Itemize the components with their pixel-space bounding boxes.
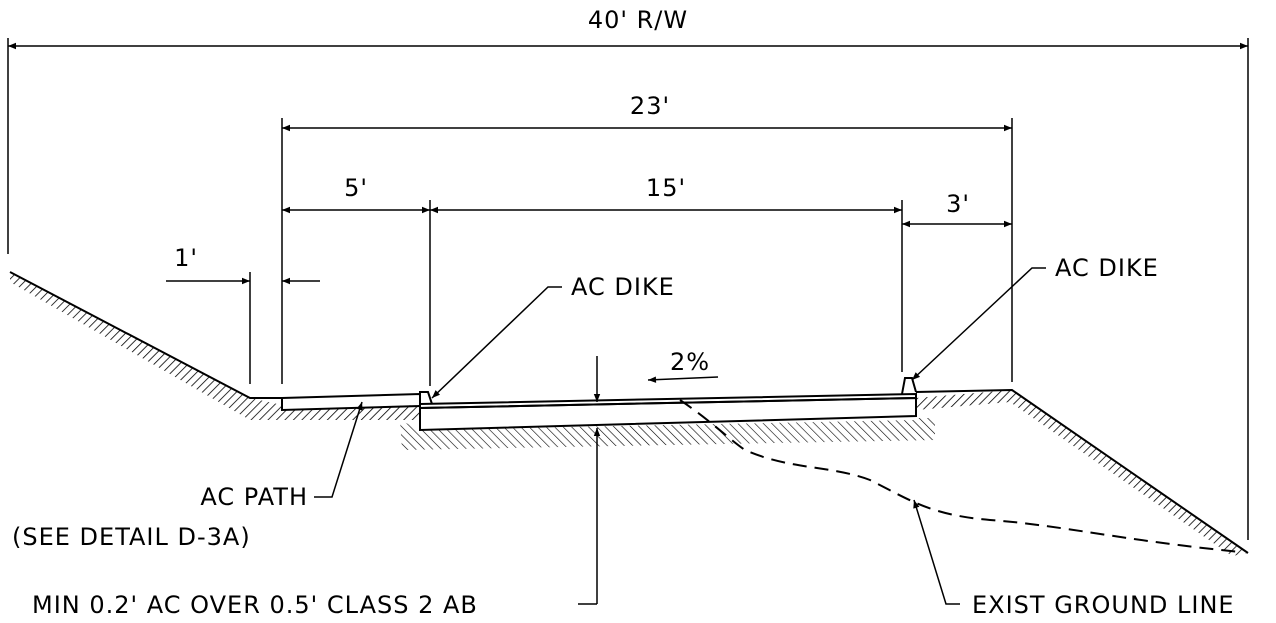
ac-dike-right-label: AC DIKE bbox=[1055, 254, 1159, 282]
ac-dike-left-label: AC DIKE bbox=[571, 273, 675, 301]
ac-path-detail-label: (SEE DETAIL D-3A) bbox=[12, 523, 251, 551]
slope-arrow bbox=[647, 376, 719, 383]
ac-dike-right-shape bbox=[901, 377, 917, 395]
leader-ac-dike-right bbox=[911, 267, 1046, 381]
leader-exist-ground bbox=[913, 499, 960, 605]
extension-lines bbox=[7, 38, 1249, 540]
ac-path-label: AC PATH bbox=[200, 483, 308, 511]
dimension-23-label: 23' bbox=[630, 92, 670, 120]
exist-ground-label: EXIST GROUND LINE bbox=[972, 591, 1235, 619]
pavement-section-label: MIN 0.2' AC OVER 0.5' CLASS 2 AB bbox=[32, 591, 478, 619]
leader-ac-dike-left bbox=[431, 286, 562, 399]
pavement-section bbox=[419, 392, 917, 432]
ac-path bbox=[281, 392, 421, 412]
thickness-arrows bbox=[578, 356, 601, 605]
leader-ac-path bbox=[314, 401, 363, 498]
slope-label: 2% bbox=[670, 348, 710, 376]
dimension-3-label: 3' bbox=[946, 190, 970, 218]
ground-hatching bbox=[10, 272, 1248, 556]
existing-ground-dashed-line bbox=[679, 399, 1241, 553]
dimension-15-label: 15' bbox=[646, 174, 686, 202]
dimension-5-label: 5' bbox=[344, 174, 368, 202]
ground-line bbox=[9, 271, 1249, 554]
dimension-1-label: 1' bbox=[174, 244, 198, 272]
ac-dike-left-shape bbox=[419, 391, 433, 406]
dimension-40-label: 40' R/W bbox=[588, 6, 688, 34]
